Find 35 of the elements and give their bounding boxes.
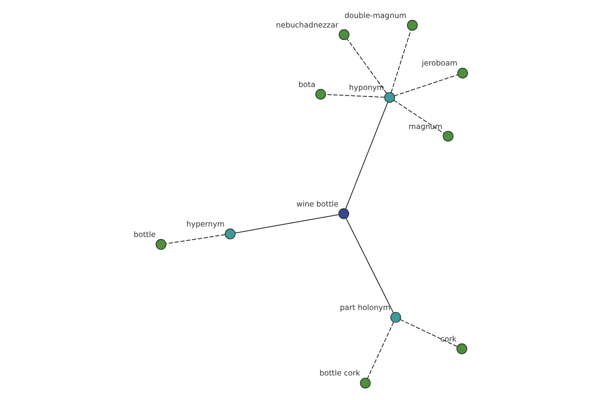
node-label: bota xyxy=(298,80,315,89)
node-label: part holonym xyxy=(339,303,390,312)
node-circle xyxy=(155,239,166,250)
connector xyxy=(390,30,411,93)
node-label: hyponym xyxy=(348,83,384,92)
connector xyxy=(234,214,338,234)
connector xyxy=(325,94,384,98)
node-label: hypernym xyxy=(186,220,224,229)
connector xyxy=(399,319,457,347)
connector xyxy=(346,38,386,94)
node-circle xyxy=(314,88,326,100)
node-circle xyxy=(406,20,418,31)
node-label: bottle xyxy=(133,230,156,240)
node-label: magnum xyxy=(408,122,442,131)
node-circle xyxy=(442,130,453,142)
node-label: cork xyxy=(440,334,456,344)
node-circle xyxy=(390,312,401,323)
node-label: double-magnum xyxy=(344,10,406,20)
connector xyxy=(344,102,388,210)
node-label: wine bottle xyxy=(296,199,338,208)
connector xyxy=(394,74,458,96)
node-circle xyxy=(338,29,349,40)
node-circle xyxy=(224,228,236,240)
node-circle xyxy=(456,68,468,78)
node-label: jeroboam xyxy=(421,58,457,68)
connector xyxy=(165,234,226,244)
node-circle xyxy=(456,343,467,354)
node-circle xyxy=(338,208,349,220)
connector xyxy=(392,100,444,134)
node-circle xyxy=(384,92,394,103)
connector xyxy=(366,322,394,379)
node-label: nebuchadnezzar xyxy=(276,20,338,30)
connector xyxy=(345,218,394,314)
node-label: bottle cork xyxy=(318,368,360,378)
node-circle xyxy=(359,378,370,388)
